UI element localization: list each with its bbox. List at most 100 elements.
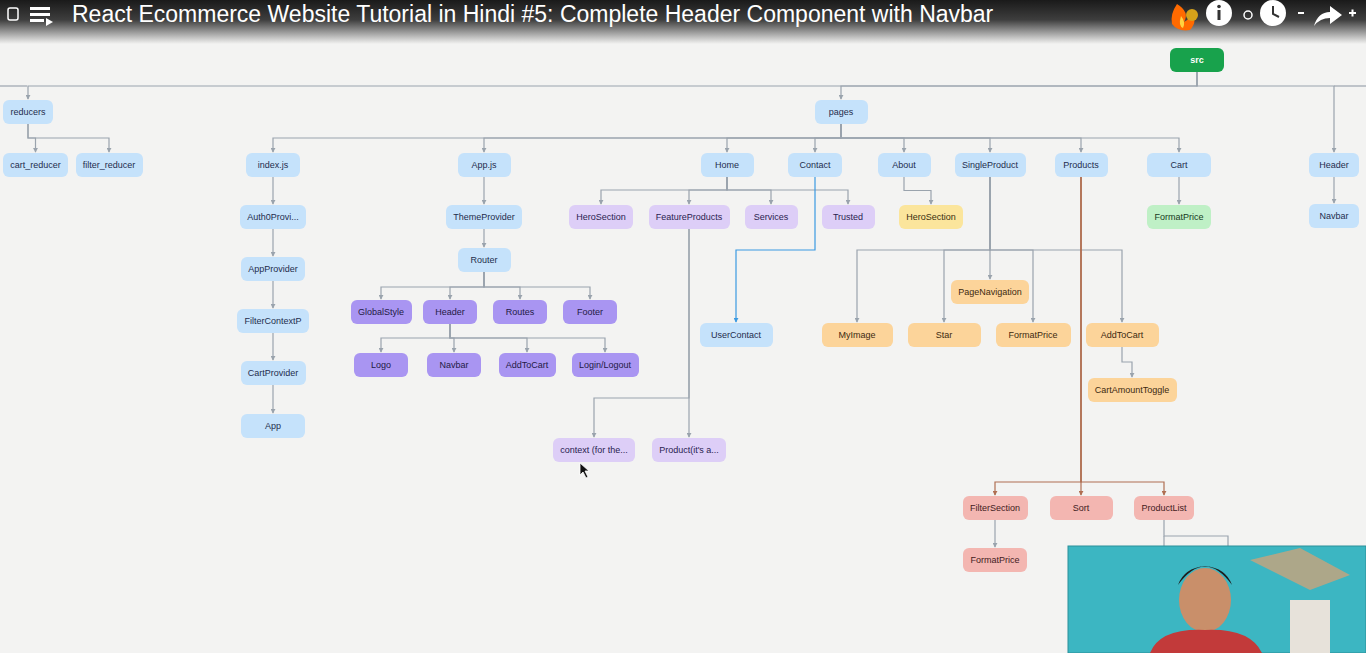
node-label: MyImage: [838, 330, 875, 340]
node-label: ThemeProvider: [453, 212, 515, 222]
tree-node: FilterSection: [963, 496, 1028, 520]
node-label: ProductList: [1141, 503, 1186, 513]
node-label: pages: [829, 107, 854, 117]
branch-line: [1334, 85, 1366, 86]
tree-connector: [1178, 177, 1179, 204]
node-label: CartProvider: [248, 368, 299, 378]
node-label: Header: [435, 307, 465, 317]
tree-node: Header: [1309, 153, 1359, 177]
node-label: UserContact: [711, 330, 761, 340]
tree-node: Footer: [563, 300, 617, 324]
node-label: Footer: [577, 307, 603, 317]
tree-node: Products: [1055, 153, 1108, 177]
tree-connector: [483, 229, 484, 247]
tree-node: App: [241, 414, 305, 438]
tree-connector: [450, 324, 605, 352]
tree-node: context (for the...: [553, 438, 635, 462]
tree-node: Product(it's a...: [652, 438, 726, 462]
node-label: Navbar: [439, 360, 468, 370]
node-label: AddToCart: [506, 360, 549, 370]
node-label: CartAmountToggle: [1095, 385, 1170, 395]
tree-node: Contact: [788, 153, 842, 177]
tree-node: pages: [815, 100, 868, 124]
tree-connector: [736, 177, 815, 322]
node-label: Product(it's a...: [659, 445, 719, 455]
tree-connector: [483, 177, 484, 204]
tree-connector: [688, 229, 689, 437]
tree-node: AppProvider: [241, 257, 305, 281]
tree-node: ProductList: [1134, 496, 1194, 520]
node-label: HeroSection: [576, 212, 626, 222]
node-label: Home: [715, 160, 739, 170]
node-label: HeroSection: [906, 212, 956, 222]
tree-node: Auth0Provi...: [240, 205, 306, 229]
tree-node: filter_reducer: [76, 153, 143, 177]
tree-node: Router: [458, 248, 511, 272]
node-label: FilterContextP: [244, 316, 301, 326]
tree-node: UserContact: [700, 323, 773, 347]
tree-connector: [484, 124, 841, 152]
tree-node: index.js: [246, 153, 300, 177]
node-label: PageNavigation: [958, 287, 1022, 297]
node-label: About: [892, 160, 916, 170]
tree-node: CartAmountToggle: [1088, 378, 1177, 402]
tree-connector: [272, 385, 273, 413]
tree-node: Services: [745, 205, 798, 229]
tree-node: src: [1170, 48, 1224, 72]
node-label: GlobalStyle: [358, 307, 404, 317]
tree-node: Star: [908, 323, 981, 347]
node-label: Logo: [371, 360, 391, 370]
tree-connector: [272, 177, 273, 204]
tree-node: Logo: [354, 353, 408, 377]
node-label: reducers: [10, 107, 45, 117]
tree-connector: [381, 272, 484, 299]
node-label: src: [1190, 55, 1204, 65]
node-label: Routes: [506, 307, 535, 317]
tree-node: reducers: [3, 100, 53, 124]
tree-node: Header: [423, 300, 477, 324]
tree-connector: [381, 324, 450, 352]
node-label: Auth0Provi...: [247, 212, 299, 222]
node-label: index.js: [258, 160, 289, 170]
tree-node: App.js: [458, 153, 511, 177]
node-label: SingleProduct: [962, 160, 1018, 170]
node-label: Star: [936, 330, 953, 340]
video-title: React Ecommerce Website Tutorial in Hind…: [72, 0, 993, 28]
node-label: App: [265, 421, 281, 431]
tree-connector: [28, 72, 1197, 99]
tree-connector: [841, 124, 1179, 152]
tree-node: FormatPrice: [1147, 205, 1211, 229]
node-label: context (for the...: [560, 445, 628, 455]
node-label: FormatPrice: [1154, 212, 1203, 222]
tree-connector: [727, 124, 841, 152]
webcam-overlay: [1068, 546, 1366, 653]
tree-node: GlobalStyle: [351, 300, 412, 324]
tree-connector: [601, 177, 727, 204]
mouse-cursor: [580, 463, 589, 478]
tree-node: AddToCart: [1086, 323, 1159, 347]
node-label: FormatPrice: [970, 555, 1019, 565]
node-label: FormatPrice: [1008, 330, 1057, 340]
tree-node: Home: [701, 153, 754, 177]
node-label: FilterSection: [970, 503, 1020, 513]
tree-connector: [484, 272, 520, 299]
tree-node: PageNavigation: [951, 280, 1029, 304]
tree-node: Routes: [493, 300, 547, 324]
tree-connector: [272, 229, 273, 256]
tree-node: FormatPrice: [963, 548, 1027, 572]
node-label: filter_reducer: [83, 160, 136, 170]
tree-connector: [594, 229, 689, 437]
tree-connector: [727, 177, 848, 204]
node-label: Products: [1063, 160, 1099, 170]
tree-connector: [995, 177, 1081, 495]
tree-connector: [815, 124, 841, 152]
tree-connector: [1122, 347, 1132, 377]
tree-connector: [1197, 72, 1334, 152]
node-label: Navbar: [1319, 211, 1348, 221]
tree-connector: [994, 520, 995, 547]
node-label: FeatureProducts: [656, 212, 723, 222]
tree-node: CartProvider: [241, 361, 306, 385]
tree-node: FilterContextP: [237, 309, 309, 333]
